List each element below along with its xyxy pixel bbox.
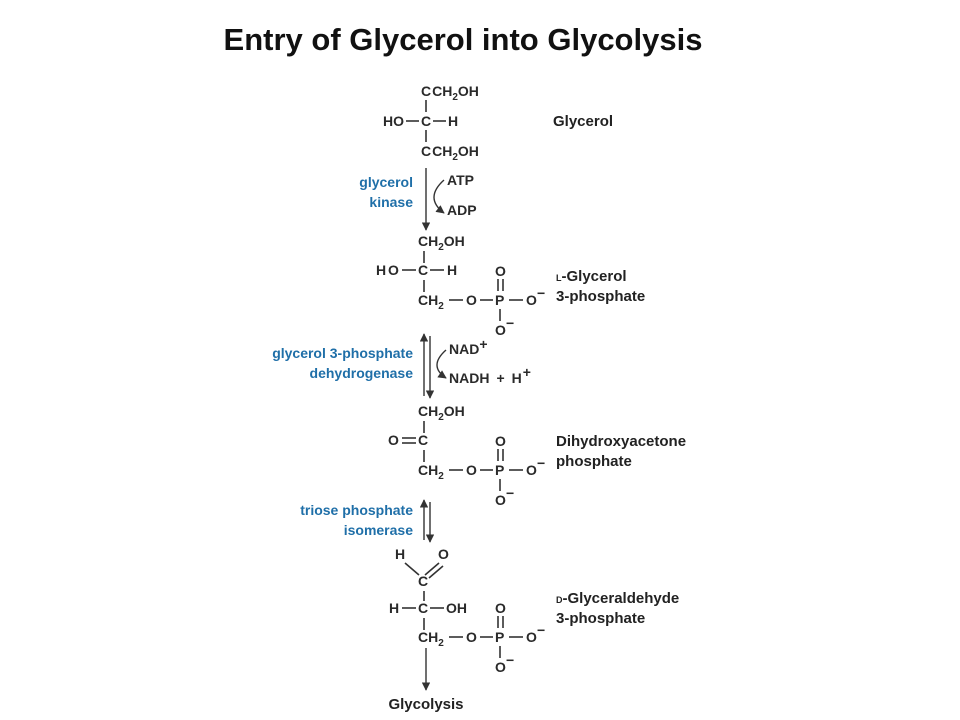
svg-text:O: O bbox=[388, 432, 399, 448]
svg-text:O: O bbox=[495, 322, 506, 338]
nad-label: NAD+ bbox=[449, 336, 488, 357]
svg-text:CCH2OH: CCH2OH bbox=[421, 143, 479, 163]
svg-text:O: O bbox=[495, 492, 506, 508]
svg-text:CH2OH: CH2OH bbox=[418, 403, 465, 423]
svg-text:C: C bbox=[418, 600, 428, 616]
svg-text:−: − bbox=[506, 652, 514, 668]
adp-label: ADP bbox=[447, 202, 477, 218]
step2-cofactor-curve bbox=[436, 349, 447, 379]
svg-text:−: − bbox=[537, 455, 545, 471]
dhap-structure: CH2OH O C CH2 O P O − O O − bbox=[388, 403, 545, 508]
enzyme-glycerol-kinase-line2: kinase bbox=[369, 194, 413, 210]
atp-label: ATP bbox=[447, 172, 474, 188]
svg-text:C: C bbox=[418, 262, 428, 278]
g3p-structure: H O C H C OH CH2 O P O − O O − bbox=[389, 546, 545, 675]
glycerol-3-phosphate-label-line1: L-Glycerol bbox=[556, 268, 627, 285]
svg-text:O: O bbox=[466, 292, 477, 308]
svg-text:O: O bbox=[466, 629, 477, 645]
glycerol-label: Glycerol bbox=[553, 113, 613, 130]
svg-text:C: C bbox=[418, 573, 428, 589]
svg-text:−: − bbox=[506, 485, 514, 501]
nadh-label: NADH+H+ bbox=[449, 364, 531, 386]
glycerol-structure: CCH2OH HO C H CCH2OH bbox=[383, 83, 479, 163]
svg-text:CH2: CH2 bbox=[418, 462, 444, 482]
enzyme-glycerol-kinase-line1: glycerol bbox=[359, 174, 413, 190]
svg-text:H: H bbox=[376, 262, 386, 278]
svg-text:H: H bbox=[447, 262, 457, 278]
svg-text:O: O bbox=[526, 629, 537, 645]
svg-text:P: P bbox=[495, 462, 504, 478]
svg-text:P: P bbox=[495, 629, 504, 645]
svg-text:H: H bbox=[395, 546, 405, 562]
svg-text:P: P bbox=[495, 292, 504, 308]
g3p-label-line1: D-Glyceraldehyde bbox=[556, 590, 679, 607]
svg-text:H: H bbox=[448, 113, 458, 129]
enzyme-isomerase-line1: triose phosphate bbox=[300, 502, 413, 518]
enzyme-g3p-dehydrogenase-line1: glycerol 3-phosphate bbox=[272, 345, 413, 361]
glycerol-3-phosphate-structure: CH2OH H O C H CH2 O P O − O O − bbox=[376, 233, 545, 338]
svg-text:OH: OH bbox=[446, 600, 467, 616]
page-title: Entry of Glycerol into Glycolysis bbox=[223, 22, 703, 57]
step1-cofactor-curve bbox=[433, 179, 445, 214]
svg-text:CH2OH: CH2OH bbox=[418, 233, 465, 253]
svg-text:C: C bbox=[418, 432, 428, 448]
svg-text:−: − bbox=[537, 622, 545, 638]
enzyme-isomerase-line2: isomerase bbox=[344, 522, 413, 538]
svg-text:O: O bbox=[495, 263, 506, 279]
glycolysis-label: Glycolysis bbox=[388, 696, 463, 713]
svg-text:O: O bbox=[466, 462, 477, 478]
svg-text:O: O bbox=[438, 546, 449, 562]
svg-text:CH2: CH2 bbox=[418, 292, 444, 312]
svg-text:O: O bbox=[495, 659, 506, 675]
svg-text:−: − bbox=[537, 285, 545, 301]
svg-text:O: O bbox=[526, 292, 537, 308]
svg-text:−: − bbox=[506, 315, 514, 331]
g3p-label-line2: 3-phosphate bbox=[556, 610, 645, 627]
svg-text:O: O bbox=[495, 600, 506, 616]
dhap-label-line1: Dihydroxyacetone bbox=[556, 433, 686, 450]
svg-text:C: C bbox=[421, 113, 431, 129]
enzyme-g3p-dehydrogenase-line2: dehydrogenase bbox=[310, 365, 414, 381]
glycerol-3-phosphate-label-line2: 3-phosphate bbox=[556, 288, 645, 305]
svg-text:O: O bbox=[388, 262, 399, 278]
dhap-label-line2: phosphate bbox=[556, 453, 632, 470]
svg-text:O: O bbox=[495, 433, 506, 449]
svg-text:CCH2OH: CCH2OH bbox=[421, 83, 479, 103]
svg-text:CH2: CH2 bbox=[418, 629, 444, 649]
svg-text:H: H bbox=[389, 600, 399, 616]
svg-text:O: O bbox=[526, 462, 537, 478]
svg-text:HO: HO bbox=[383, 113, 404, 129]
